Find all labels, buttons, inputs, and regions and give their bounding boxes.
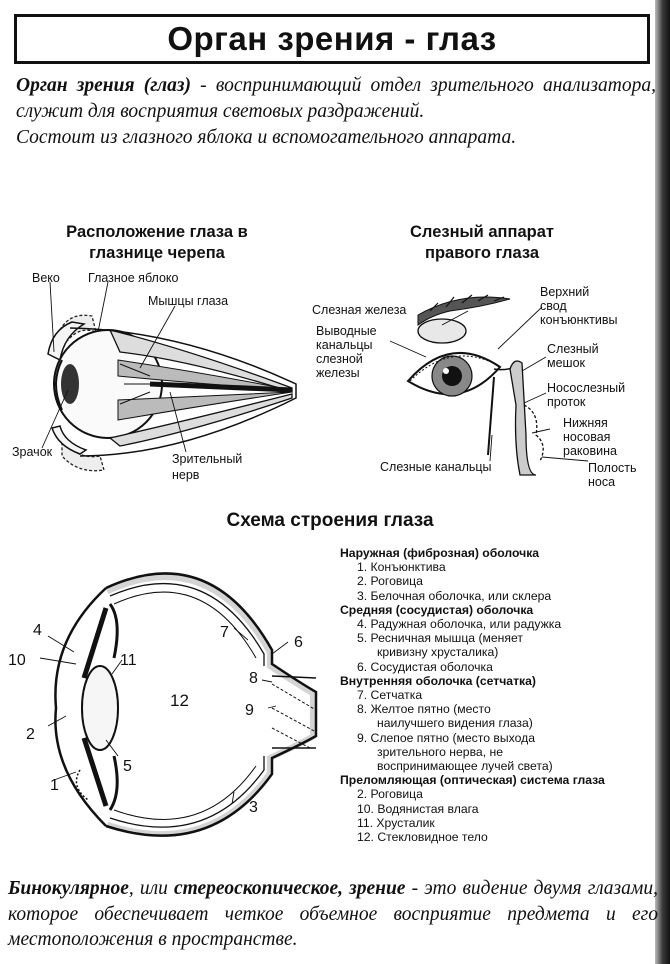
legend-item-9-cont2: воспринимающее лучей света)	[377, 759, 553, 774]
eye-section-illustration	[39, 572, 318, 838]
binocular-rest: - это видение двумя глазами, которое обе…	[8, 878, 658, 950]
label-conjunctival-fornix: Верхний свод конъюнктивы	[540, 285, 618, 327]
legend-item-5-cont: кривизну хрусталика)	[377, 645, 499, 660]
label-eyeball: Глазное яблоко	[88, 271, 179, 285]
label-concha-line3: раковина	[563, 444, 617, 458]
orbit-title-line1: Расположение глаза в	[66, 223, 248, 241]
label-lacrimal-gland: Слезная железа	[312, 303, 407, 317]
structure-number-10: 10	[8, 652, 26, 669]
structure-number-8: 8	[249, 670, 258, 687]
intro-term: Орган зрения (глаз)	[16, 75, 191, 96]
legend-item-9: 9. Слепое пятно (место выхода	[357, 730, 535, 745]
label-lacrimal-sac: Слезный мешок	[547, 342, 599, 370]
label-nasolacrimal-line1: Носослезный	[547, 381, 626, 395]
intro-definition-rest: - воспринимающий отдел зрительного анали…	[16, 75, 656, 122]
legend-item-5: 5. Ресничная мышца (меняет	[357, 631, 523, 646]
label-sac-line1: Слезный	[547, 342, 599, 356]
legend-item-optical-11: 11. Хрусталик	[357, 815, 435, 830]
legend-item-7: 7. Сетчатка	[357, 688, 423, 703]
legend-item-6: 6. Сосудистая оболочка	[357, 659, 493, 674]
page-edge-shadow	[655, 0, 670, 964]
legend-item-optical-12: 12. Стекловидное тело	[357, 830, 488, 845]
label-sac-line2: мешок	[547, 356, 585, 370]
structure-number-2: 2	[26, 726, 35, 743]
binocular-paragraph: Бинокулярное, или стереоскопическое, зре…	[8, 876, 658, 953]
structure-number-5: 5	[123, 758, 132, 775]
legend-item-1: 1. Конъюнктива	[357, 560, 446, 575]
label-nasal-line1: Полость	[588, 461, 637, 475]
label-pupil: Зрачок	[12, 445, 53, 459]
legend-item-2: 2. Роговица	[357, 574, 423, 589]
intro-definition: Орган зрения (глаз) - воспринимающий отд…	[16, 73, 656, 125]
intro-text: Орган зрения (глаз) - воспринимающий отд…	[16, 73, 656, 151]
label-lacrimal-canaliculi: Слезные канальцы	[380, 460, 492, 474]
orbit-title-line2: глазнице черепа	[89, 244, 225, 262]
label-excretory-ducts: Выводные канальцы слезной железы	[316, 324, 377, 380]
label-ducts-line3: слезной	[316, 352, 363, 366]
structure-number-12: 12	[170, 691, 189, 710]
legend-heading-outer: Наружная (фиброзная) оболочка	[340, 546, 540, 560]
structure-number-3: 3	[249, 799, 258, 816]
intro-composition: Состоит из глазного яблока и вспомогател…	[16, 127, 517, 148]
label-ducts-line1: Выводные	[316, 324, 377, 338]
structure-number-1: 1	[50, 777, 59, 794]
label-nasolacrimal-line2: проток	[547, 395, 586, 409]
orbit-illustration	[41, 281, 297, 472]
legend-item-9-cont1: зрительного нерва, не	[377, 744, 503, 759]
structure-number-9: 9	[245, 702, 254, 719]
label-nasal-cavity: Полость носа	[588, 461, 637, 489]
label-eyelid: Веко	[32, 271, 60, 285]
legend-item-8-cont: наилучшего видения глаза)	[377, 716, 533, 731]
label-eye-muscles: Мышцы глаза	[148, 294, 229, 308]
label-nasolacrimal-duct: Носослезный проток	[547, 381, 625, 409]
legend-item-8: 8. Желтое пятно (место	[357, 702, 491, 717]
lacrimal-title-line2: правого глаза	[424, 244, 540, 262]
structure-legend: Наружная (фиброзная) оболочка 1. Конъюнк…	[340, 546, 658, 844]
lacrimal-diagram-title: Слезный аппарат правого глаза	[362, 222, 602, 264]
stereoscopic-term: стереоскопическое, зрение	[173, 878, 406, 899]
label-optic-nerve-line1: Зрительный	[172, 452, 243, 466]
label-fornix-line3: конъюнктивы	[540, 313, 618, 327]
lacrimal-title-line1: Слезный аппарат	[410, 223, 554, 241]
legend-item-4: 4. Радужная оболочка, или радужка	[357, 617, 562, 632]
legend-heading-inner: Внутренняя оболочка (сетчатка)	[340, 673, 536, 688]
legend-item-3: 3. Белочная оболочка, или склера	[357, 588, 552, 603]
legend-item-optical-10: 10. Водянистая влага	[357, 801, 479, 816]
page-title-box: Орган зрения - глаз	[14, 14, 650, 64]
lacrimal-illustration	[389, 294, 589, 476]
binocular-term: Бинокулярное	[8, 878, 129, 899]
structure-diagram-title: Схема строения глаза	[226, 510, 434, 531]
label-nasal-line2: носа	[588, 475, 616, 489]
structure-number-7: 7	[220, 624, 229, 641]
orbit-diagram-title: Расположение глаза в глазнице черепа	[22, 222, 292, 264]
legend-item-optical-2: 2. Роговица	[357, 787, 423, 802]
legend-heading-optical: Преломляющая (оптическая) система глаза	[340, 773, 605, 788]
page-title: Орган зрения - глаз	[167, 20, 497, 57]
binocular-vision-text: Бинокулярное, или стереоскопическое, зре…	[8, 876, 658, 953]
label-ducts-line2: канальцы	[316, 338, 373, 352]
label-inferior-concha: Нижняя носовая раковина	[563, 416, 617, 458]
label-concha-line1: Нижняя	[563, 416, 608, 430]
structure-number-6: 6	[294, 634, 303, 651]
label-concha-line2: носовая	[563, 430, 611, 444]
structure-number-11: 11	[120, 652, 137, 669]
binocular-mid: , или	[128, 878, 174, 899]
label-fornix-line1: Верхний	[540, 285, 590, 299]
label-optic-nerve: Зрительный нерв	[172, 452, 242, 482]
structure-number-4: 4	[33, 622, 42, 639]
label-ducts-line4: железы	[316, 366, 360, 380]
label-optic-nerve-line2: нерв	[172, 468, 200, 482]
legend-heading-middle: Средняя (сосудистая) оболочка	[340, 602, 534, 617]
label-fornix-line2: свод	[540, 299, 567, 313]
